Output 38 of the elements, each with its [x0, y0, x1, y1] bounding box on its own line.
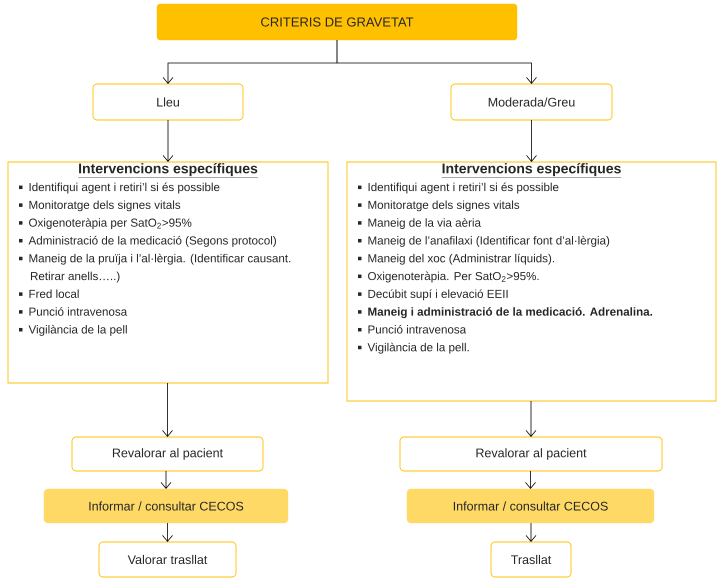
arrow — [162, 382, 173, 437]
arrow — [525, 470, 536, 489]
process-box: Revalorar al pacient — [400, 436, 662, 472]
list-item: Maneig de la via aèria — [358, 218, 481, 230]
list-box: Intervencions específiques Identifiqui agent i retiri’l si és possible Monitoratge dels signes vitals Oxigenoteràpia per SatO$_{2}$>95% Administració de la medicació (Segons protocol) Maneig de la pruïja i l’al·lèrgia. (Identificar causant. Retirar anells…..) Fred local Punció intravenosa Vigilància de la pell — [8, 162, 328, 384]
action-box: Informar / consultar CECOS — [406, 488, 654, 524]
arrow — [526, 522, 536, 542]
list-item: Maneig i administració de la medicació. Adrenalina. — [358, 307, 652, 318]
list-item: Maneig de l’anafilaxi (Identificar font d’al·lèrgia) — [358, 236, 610, 247]
list-item: Vigilància de la pell — [19, 324, 127, 336]
list-item: Oxigenoteràpia. Per SatO$_{2}$>95%. — [358, 272, 539, 282]
process-box: Lleu — [92, 84, 244, 120]
action-box: Informar / consultar CECOS — [44, 488, 288, 524]
arrow — [160, 470, 172, 489]
list-item: Punció intravenosa — [358, 324, 466, 334]
title-box: CRITERIS DE GRAVETAT — [156, 4, 518, 40]
list-item: Punció intravenosa — [19, 307, 128, 316]
list-item: Administració de la medicació (Segons protocol) — [19, 236, 276, 247]
arrow — [162, 522, 173, 542]
process-box: Valorar trasllat — [98, 542, 236, 578]
list-item: Identifiqui agent i retiri’l si és possible — [19, 182, 220, 194]
list-item: Monitoratge dels signes vitals — [358, 200, 520, 212]
arrow — [526, 400, 536, 437]
list-item: Maneig de la pruïja i l’al·lèrgia. (Identificar causant. Retirar anells…..) — [19, 254, 290, 282]
list-item: Oxigenoteràpia per SatO$_{2}$>95% — [19, 218, 192, 230]
list-item: Fred local — [19, 289, 79, 298]
process-box: Trasllat — [490, 542, 572, 578]
arrow — [336, 40, 537, 84]
list-item: Decúbit supí i elevació EEII — [358, 289, 508, 300]
process-box: Moderada/Greu — [450, 84, 612, 120]
arrow — [162, 120, 174, 162]
list-item: Maneig del xoc (Administrar líquids). — [358, 254, 554, 265]
list-item: Monitoratge dels signes vitals — [19, 200, 180, 212]
list-item: Vigilància de la pell. — [358, 342, 469, 354]
list-box: Intervencions específiques Identifiqui agent i retiri’l si és possible Monitoratge dels signes vitals Maneig de la via aèria Maneig de l’anafilaxi (Identificar font d’al·lèrgia) Maneig del xoc (Administrar líquids). Oxigenoteràpia. Per SatO$_{2}$>95%. Decúbit supí i elevació EEII Maneig i administració de la medicació. Adrenalina. Punció intravenosa Vigilància de la pell. — [346, 162, 716, 402]
list-item: Identifiqui agent i retiri’l si és possible — [358, 182, 558, 194]
process-box: Revalorar al pacient — [72, 436, 264, 472]
arrow — [526, 120, 537, 162]
